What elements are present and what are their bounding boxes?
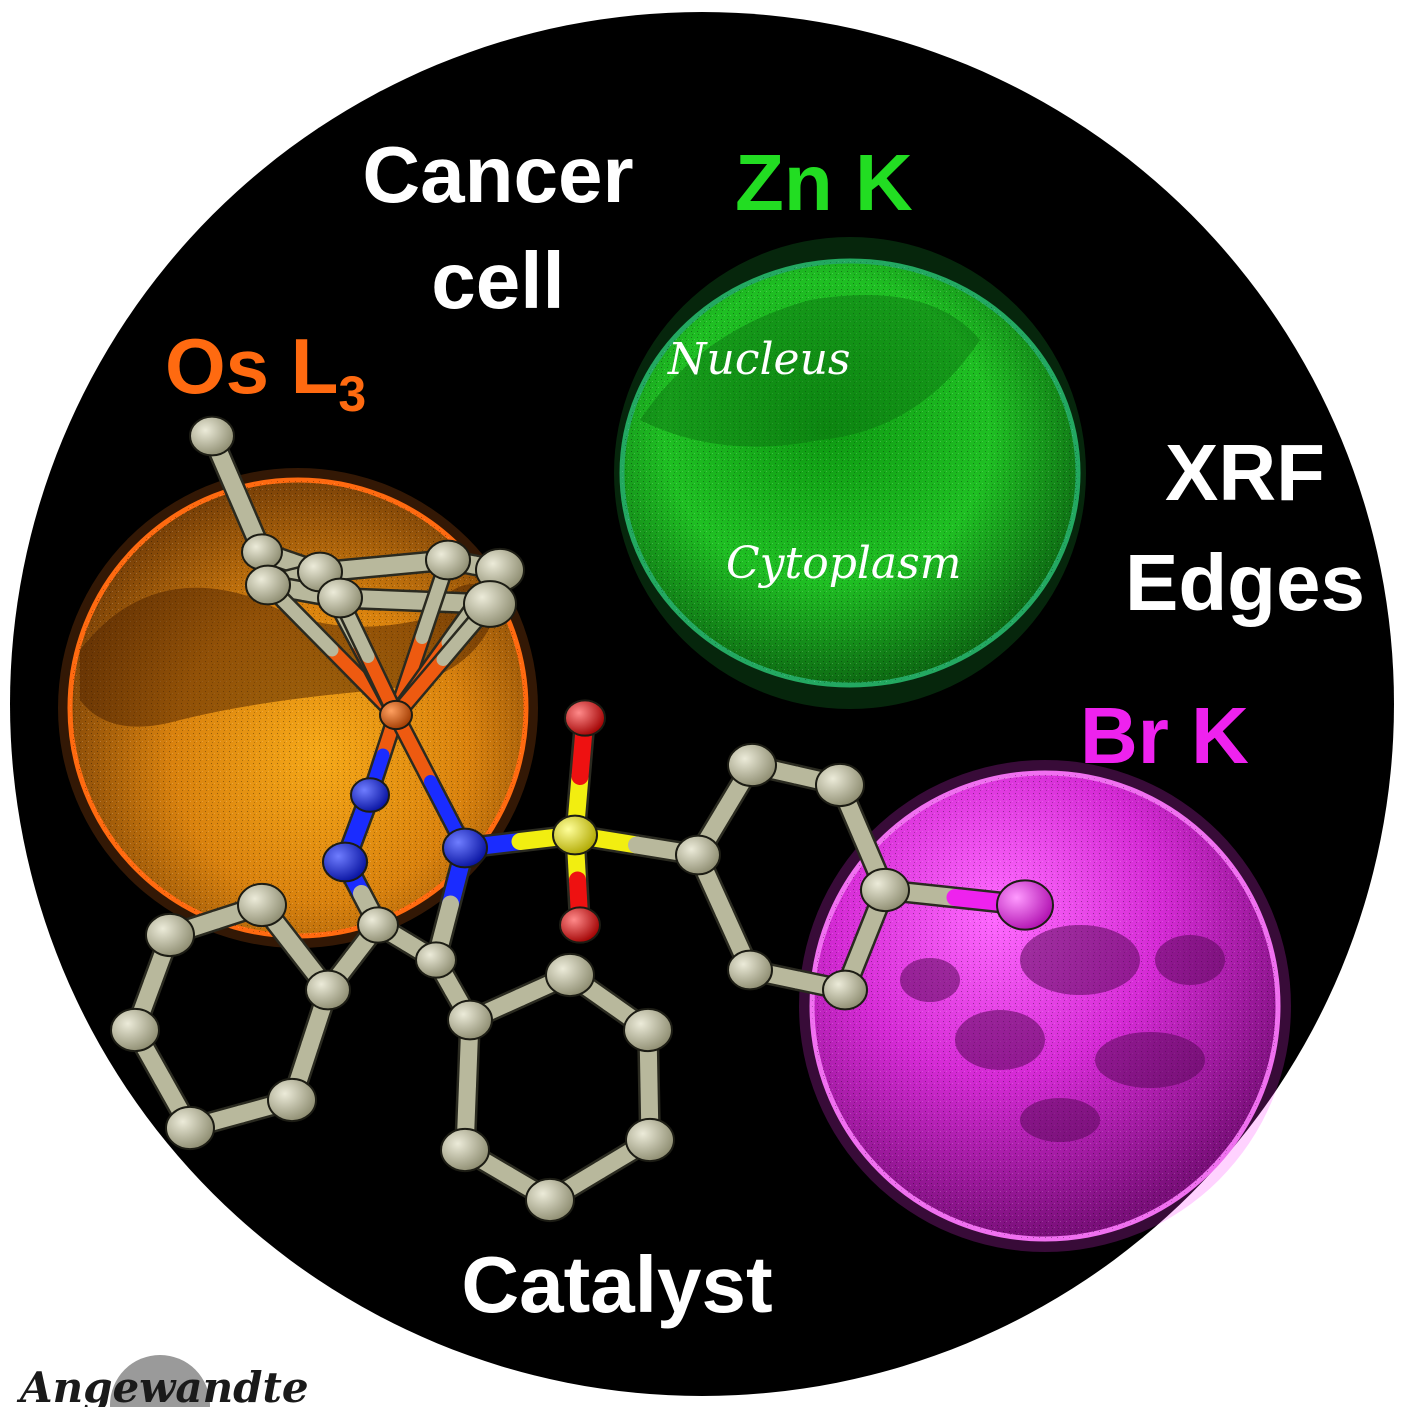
nucleus-label: Nucleus (667, 334, 851, 385)
os-label-subscript: 3 (338, 366, 366, 422)
atom-c (545, 952, 595, 998)
atom-c (822, 969, 868, 1011)
logo-circle (110, 1355, 210, 1407)
catalyst-label: Catalyst (461, 1240, 772, 1329)
atom-c (860, 867, 910, 913)
atom-c (625, 1117, 675, 1163)
cancer-label-line2: cell (431, 236, 564, 325)
svg-text:Os L3: Os L3 (165, 322, 366, 422)
atom-c (357, 906, 399, 944)
atom-c (189, 415, 235, 457)
atom-br (996, 879, 1054, 931)
atom-c (267, 1077, 317, 1123)
os-label: Os L3 (165, 322, 366, 422)
angewandte-logo: Angewandte (16, 1355, 309, 1407)
atom-c (317, 577, 363, 619)
atom-c (145, 912, 195, 958)
atom-c (675, 834, 721, 876)
atom-c (415, 941, 457, 979)
atom-c (241, 533, 283, 571)
atom-c (165, 1105, 215, 1151)
os-label-main: Os L (165, 322, 338, 410)
cancer-label-line1: Cancer (362, 130, 633, 219)
atom-c (727, 949, 773, 991)
zn-label: Zn K (735, 138, 913, 227)
atom-c (727, 742, 777, 788)
atom-c (237, 882, 287, 928)
brand-text: Angewandte (16, 1363, 309, 1407)
xrf-label-line2: Edges (1125, 538, 1365, 627)
zn-map (614, 237, 1086, 709)
catalyst-molecule (110, 415, 1054, 1223)
atom-c (425, 539, 471, 581)
atom-s (552, 814, 598, 856)
atom-c (815, 762, 865, 808)
atom-o (564, 699, 606, 737)
atom-n (322, 841, 368, 883)
atom-c (623, 1007, 673, 1053)
cytoplasm-label: Cytoplasm (726, 538, 961, 589)
atom-c (305, 969, 351, 1011)
atom-os (379, 699, 413, 731)
atom-c (525, 1177, 575, 1223)
atom-c (110, 1007, 160, 1053)
atom-c (447, 999, 493, 1041)
atom-c (245, 564, 291, 606)
atom-o (559, 906, 601, 944)
br-label: Br K (1080, 691, 1249, 780)
atom-c (440, 1127, 490, 1173)
atom-n (442, 827, 488, 869)
xrf-label-line1: XRF (1165, 428, 1325, 517)
atom-c (463, 580, 517, 628)
atom-n (350, 777, 390, 813)
